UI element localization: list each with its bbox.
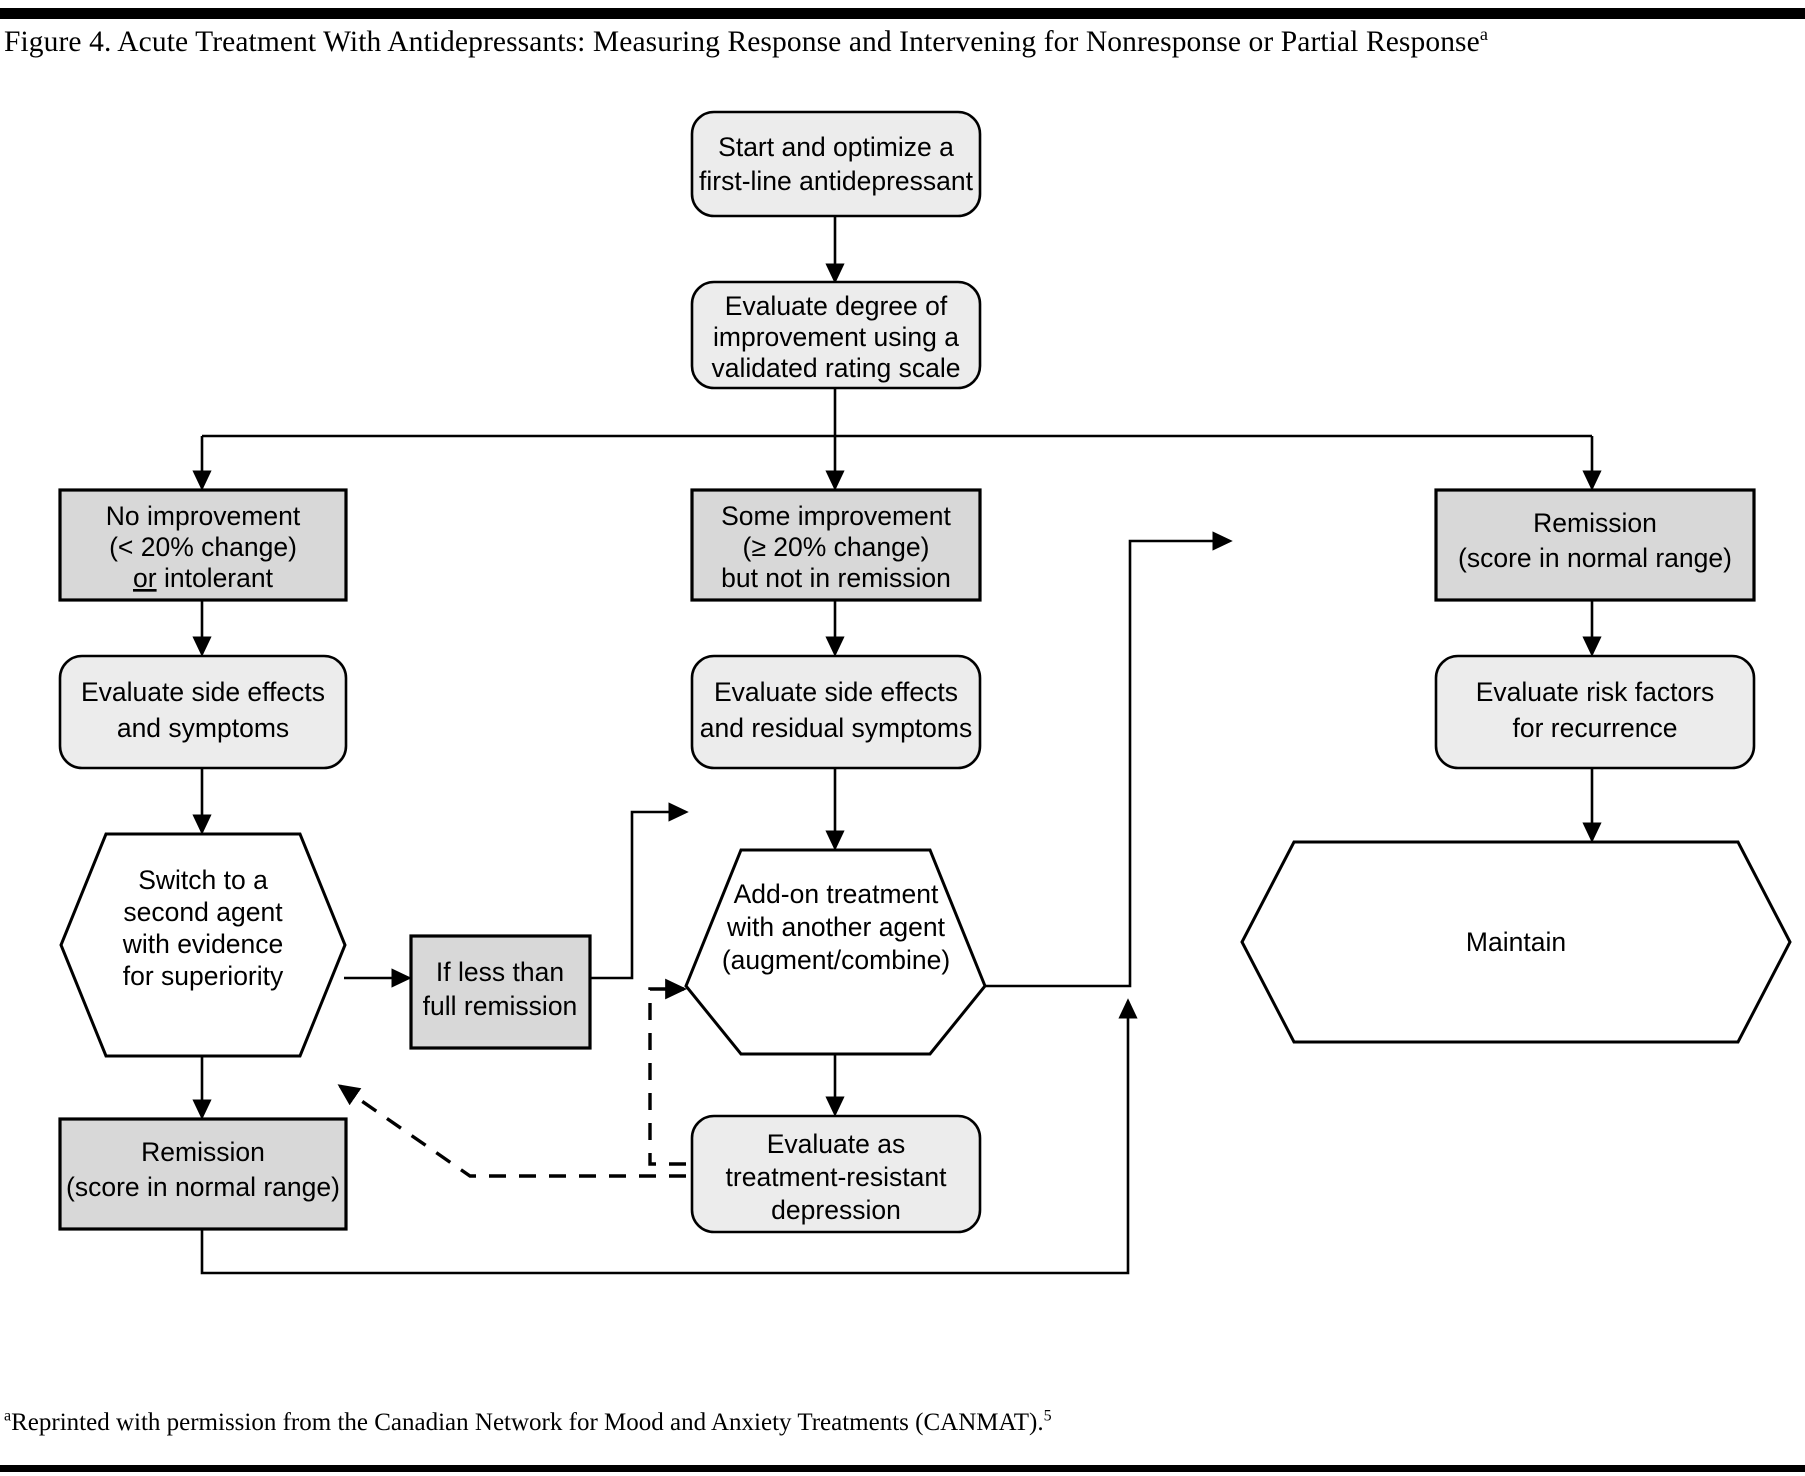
node-evaluate-degree-shape (690, 280, 982, 390)
node-eval-side-effects-residual[interactable]: Evaluate side effects and residual sympt… (690, 654, 982, 770)
node-no-improvement-line3: or intolerant (133, 563, 274, 593)
node-start-line1: Start and optimize a (718, 132, 954, 162)
edge-iflessthan-to-evalresidual (590, 802, 689, 980)
node-remission-right-shape (1434, 488, 1756, 602)
footnote-marker: a (4, 1407, 12, 1425)
node-eval-side-effects-residual-line1: Evaluate side effects (714, 677, 958, 707)
figure-title-line1: Figure 4. Acute Treatment With Antidepre… (4, 26, 1274, 58)
node-add-on-treatment-line2: with another agent (726, 912, 946, 942)
node-if-less-than-line1: If less than (436, 957, 564, 987)
node-add-on-treatment-line1: Add-on treatment (734, 879, 939, 909)
figure-footnote: aReprinted with permission from the Cana… (4, 1408, 1764, 1438)
footnote-text: Reprinted with permission from the Canad… (11, 1409, 1044, 1436)
top-rule (0, 8, 1805, 19)
node-evaluate-degree-line2: improvement using a (713, 322, 959, 352)
node-eval-risk-factors-line2: for recurrence (1513, 713, 1678, 743)
node-eval-side-effects-residual-shape (690, 654, 982, 770)
node-no-improvement-line1: No improvement (106, 501, 301, 531)
node-switch-agent[interactable]: Switch to a second agent with evidence f… (59, 832, 347, 1058)
node-remission-left-shape (58, 1117, 348, 1231)
node-eval-side-effects-residual-line2: and residual symptoms (700, 713, 972, 743)
node-remission-right[interactable]: Remission (score in normal range) (1434, 488, 1756, 602)
node-eval-side-effects-symptoms[interactable]: Evaluate side effects and symptoms (58, 654, 348, 770)
edge-layer (192, 216, 1602, 1275)
flowchart-canvas: Start and optimize a first-line antidepr… (58, 110, 1792, 1275)
node-maintain-label: Maintain (1466, 927, 1566, 957)
figure-title-line2: Partial Response (1280, 26, 1480, 58)
node-treatment-resistant-shape (690, 1114, 982, 1234)
node-add-on-treatment-line3: (augment/combine) (722, 945, 950, 975)
no-improvement-or-underlined: or (133, 563, 157, 593)
node-treatment-resistant[interactable]: Evaluate as treatment-resistant depressi… (690, 1114, 982, 1234)
node-add-on-treatment-shape (684, 848, 987, 1056)
node-some-improvement[interactable]: Some improvement (≥ 20% change) but not … (690, 488, 982, 602)
footnote-reference-number: 5 (1043, 1407, 1052, 1425)
node-add-on-treatment[interactable]: Add-on treatment with another agent (aug… (684, 848, 987, 1056)
no-improvement-intolerant: intolerant (157, 563, 274, 593)
node-treatment-resistant-line3: depression (771, 1195, 901, 1225)
node-start-line2: first-line antidepressant (699, 166, 974, 196)
node-no-improvement-line2: (< 20% change) (109, 532, 297, 562)
edge-addon-to-remissionright (985, 531, 1233, 988)
node-switch-agent-line3: with evidence (122, 929, 284, 959)
node-eval-risk-factors-line1: Evaluate risk factors (1476, 677, 1715, 707)
node-some-improvement-shape (690, 488, 982, 602)
node-remission-right-line2: (score in normal range) (1458, 543, 1732, 573)
node-treatment-resistant-line1: Evaluate as (767, 1129, 905, 1159)
node-switch-agent-line2: second agent (123, 897, 283, 927)
edge-remissionleft-to-addon (200, 998, 1138, 1275)
node-maintain-shape (1240, 840, 1792, 1044)
node-evaluate-degree-line1: Evaluate degree of (725, 291, 948, 321)
node-treatment-resistant-line2: treatment-resistant (726, 1162, 948, 1192)
node-if-less-than[interactable]: If less than full remission (409, 934, 592, 1050)
node-some-improvement-line2: (≥ 20% change) (743, 532, 930, 562)
figure-title: Figure 4. Acute Treatment With Antidepre… (4, 24, 1624, 62)
edge-dashed-treatmentresistant-to-switch (337, 1084, 686, 1178)
node-eval-side-effects-symptoms-shape (58, 654, 348, 770)
node-switch-agent-shape (59, 832, 347, 1058)
node-if-less-than-shape (409, 934, 592, 1050)
edge-dashed-treatmentresistant-to-addon (648, 978, 687, 1166)
node-remission-left[interactable]: Remission (score in normal range) (58, 1117, 348, 1231)
node-no-improvement[interactable]: No improvement (< 20% change) or intoler… (58, 488, 348, 602)
node-remission-left-line2: (score in normal range) (66, 1172, 340, 1202)
node-evaluate-degree[interactable]: Evaluate degree of improvement using a v… (690, 280, 982, 390)
node-eval-risk-factors[interactable]: Evaluate risk factors for recurrence (1434, 654, 1756, 770)
node-some-improvement-line1: Some improvement (721, 501, 951, 531)
figure-title-footnote-marker: a (1479, 24, 1489, 45)
node-eval-risk-factors-shape (1434, 654, 1756, 770)
node-start[interactable]: Start and optimize a first-line antidepr… (690, 110, 982, 218)
node-no-improvement-shape (58, 488, 348, 602)
node-eval-side-effects-symptoms-line2: and symptoms (117, 713, 289, 743)
node-remission-right-line1: Remission (1533, 508, 1657, 538)
node-switch-agent-line4: for superiority (123, 961, 284, 991)
node-some-improvement-line3: but not in remission (721, 563, 951, 593)
node-switch-agent-line1: Switch to a (138, 865, 268, 895)
node-maintain[interactable]: Maintain (1240, 840, 1792, 1044)
node-remission-left-line1: Remission (141, 1137, 265, 1167)
node-eval-side-effects-symptoms-line1: Evaluate side effects (81, 677, 325, 707)
bottom-rule (0, 1465, 1805, 1472)
node-evaluate-degree-line3: validated rating scale (712, 353, 961, 383)
node-start-shape (690, 110, 982, 218)
node-if-less-than-line2: full remission (423, 991, 578, 1021)
